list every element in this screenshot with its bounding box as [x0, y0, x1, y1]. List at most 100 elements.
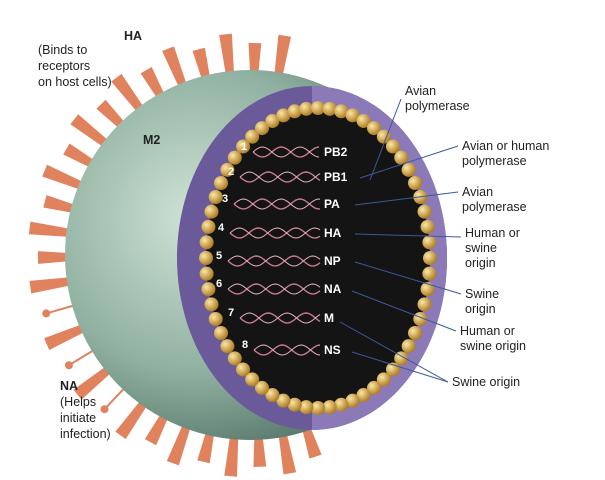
ha-desc-2: receptors — [38, 59, 90, 73]
bead — [311, 101, 325, 115]
origin-label: origin — [465, 256, 496, 270]
leader-line — [351, 290, 457, 332]
bead — [208, 312, 223, 327]
segment-number: 8 — [242, 339, 248, 351]
bead — [394, 351, 409, 366]
bead — [376, 372, 391, 387]
origin-label: Avian — [405, 84, 436, 98]
ha-spike — [70, 114, 110, 149]
ha-spike — [73, 365, 113, 400]
bead — [199, 251, 213, 265]
segment-number: 3 — [222, 193, 228, 205]
na-desc-3: infection) — [60, 427, 111, 441]
origin-label: swine origin — [460, 339, 526, 353]
bead — [417, 204, 432, 219]
bead — [401, 162, 416, 177]
bead — [276, 393, 291, 408]
rna-strand — [229, 227, 321, 239]
segment-label-pa: PA — [324, 197, 340, 211]
ha-spike — [63, 143, 97, 169]
bead — [199, 266, 214, 281]
bead — [204, 204, 219, 219]
origin-label: Swine — [465, 287, 499, 301]
rna-strand — [233, 198, 321, 210]
bead — [345, 108, 360, 123]
ha-spike — [192, 47, 211, 82]
bead — [367, 380, 381, 395]
ha-desc-1: (Binds to — [38, 43, 87, 57]
bead — [407, 326, 422, 340]
ha-spike — [144, 412, 170, 446]
ha-spike — [278, 431, 297, 475]
bead — [199, 235, 214, 250]
rna-strand — [227, 283, 321, 295]
origin-label: Human or — [465, 226, 520, 240]
na-spike — [103, 385, 128, 410]
ha-spike — [162, 46, 188, 90]
bead — [214, 176, 229, 190]
ha-spike — [111, 73, 145, 114]
leader-line — [354, 191, 459, 206]
ha-spike — [28, 221, 72, 238]
na-spike-head — [100, 405, 109, 414]
m2-label: M2 — [143, 133, 160, 147]
na-spike — [68, 347, 97, 367]
rna-strand — [229, 227, 321, 239]
segment-number: 5 — [216, 250, 222, 262]
bead — [345, 393, 360, 408]
rna-strand — [253, 344, 321, 356]
leader-line — [339, 321, 449, 383]
segment-number: 6 — [216, 278, 222, 290]
bead — [220, 162, 235, 177]
origin-label: Swine origin — [452, 375, 520, 389]
leader-line — [359, 145, 459, 179]
bead — [422, 235, 437, 250]
na-desc-2: initiate — [60, 411, 96, 425]
ha-spike — [253, 434, 267, 468]
bead — [334, 397, 349, 412]
bead — [227, 351, 242, 366]
bead — [220, 339, 235, 354]
bead — [422, 266, 437, 281]
rna-strand — [239, 171, 321, 183]
bead — [245, 129, 260, 144]
segment-label-pb1: PB1 — [324, 170, 348, 184]
segment-label-m: M — [324, 311, 334, 325]
rna-strand — [252, 146, 320, 158]
bead — [299, 400, 314, 415]
leader-line — [354, 261, 462, 295]
spike-layer — [28, 33, 322, 477]
ha-spike — [166, 422, 192, 466]
bead — [201, 219, 216, 234]
rna-strand — [227, 255, 321, 267]
ha-label: HA — [124, 29, 142, 43]
bead — [376, 129, 391, 144]
leader-line — [369, 98, 402, 181]
bead — [420, 282, 435, 297]
na-label: NA — [60, 379, 78, 393]
origin-label: Avian — [462, 185, 493, 199]
leader-line — [354, 233, 462, 238]
ha-spike — [115, 398, 149, 440]
ha-desc-3: on host cells) — [38, 75, 112, 89]
segment-label-ns: NS — [324, 343, 341, 357]
bead — [420, 219, 435, 234]
origin-label: swine — [465, 241, 497, 255]
segment-number: 7 — [228, 307, 234, 319]
bead — [367, 121, 381, 136]
origin-label: polymerase — [405, 99, 470, 113]
origin-label: Avian or human — [462, 139, 549, 153]
bead — [201, 282, 216, 297]
na-spike-head — [42, 309, 51, 318]
rna-strand — [233, 198, 321, 210]
ha-spike — [140, 67, 166, 101]
bead — [394, 150, 409, 165]
bead — [255, 380, 269, 395]
bead — [407, 176, 422, 190]
bead — [311, 401, 325, 415]
na-desc-1: (Helps — [60, 395, 96, 409]
bead — [356, 388, 371, 403]
rna-strand — [227, 255, 321, 267]
rna-strand — [239, 171, 321, 183]
